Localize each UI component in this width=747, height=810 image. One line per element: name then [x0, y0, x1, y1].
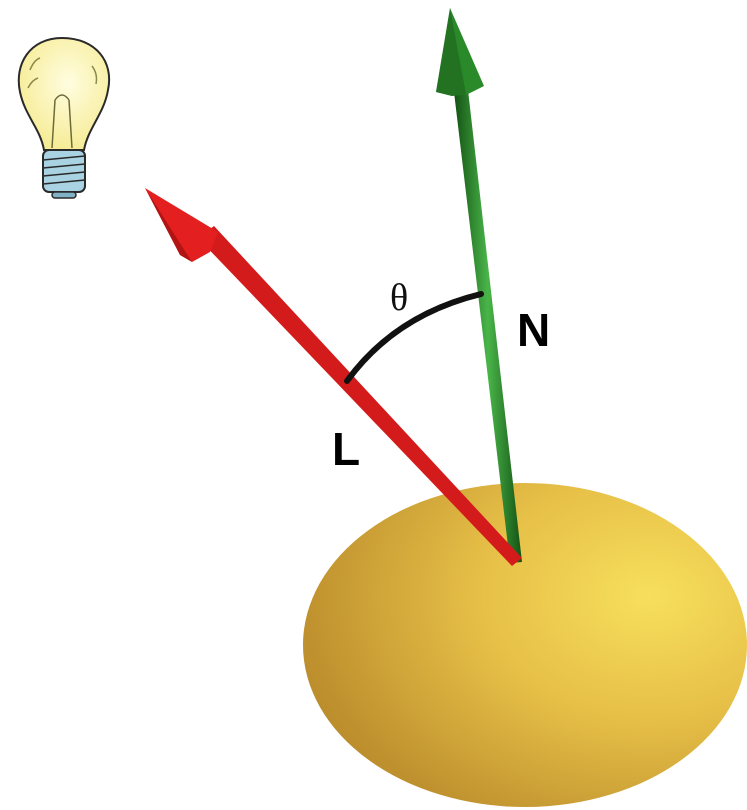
- light-vector: [145, 188, 522, 566]
- light-vector-head: [145, 188, 218, 262]
- bulb-filament: [51, 94, 73, 149]
- bulb-base-threads: [42, 155, 86, 185]
- bulb-base: [42, 149, 86, 199]
- normal-label: N: [517, 304, 550, 356]
- angle-arc: [344, 291, 484, 384]
- bulb-glass: [17, 36, 111, 151]
- normal-vector: [436, 8, 522, 563]
- normal-vector-head-highlight: [436, 8, 466, 96]
- normal-vector-shaft: [454, 90, 522, 563]
- surface-ellipsoid: [303, 483, 747, 807]
- bulb-glass-scribble: [27, 57, 98, 89]
- light-label: L: [332, 423, 360, 475]
- lightbulb-icon: [17, 36, 111, 199]
- light-vector-shaft: [198, 226, 522, 566]
- light-vector-head-shade: [145, 188, 192, 262]
- bulb-base-tip: [51, 191, 77, 199]
- angle-label: θ: [390, 277, 408, 319]
